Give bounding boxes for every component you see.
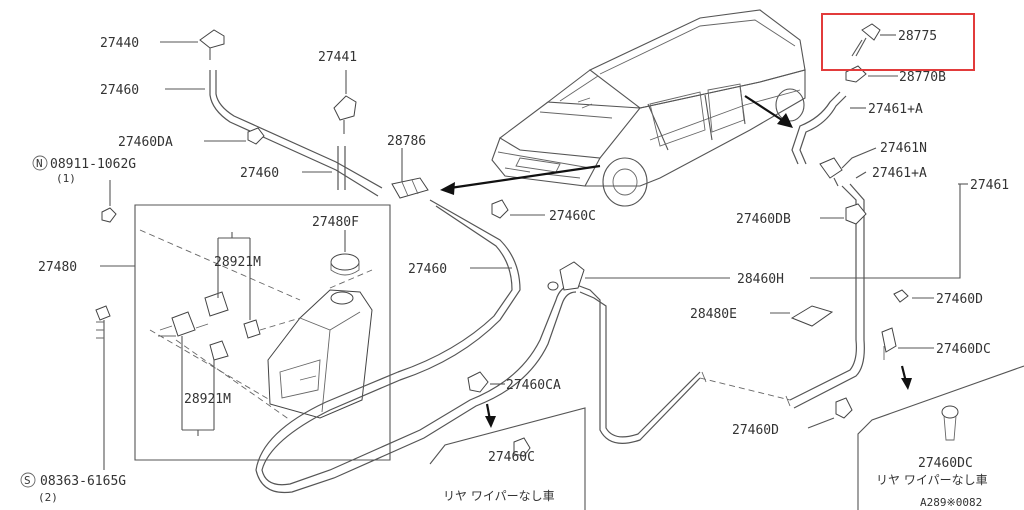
hose-27460-mid <box>302 146 346 190</box>
bolt-08363 <box>95 305 111 470</box>
nozzle-27440 <box>160 29 225 60</box>
label-detail-right-part: 27460DC <box>918 456 973 471</box>
label-detail-left-note: リヤ ワイパーなし車 <box>443 489 555 503</box>
sheet-28480E <box>770 305 834 327</box>
label-28921M-top: 28921M <box>214 255 261 270</box>
clip-27460DB <box>820 203 867 225</box>
label-27460-top: 27460 <box>100 83 139 98</box>
part-labels: 27440 27441 27460 27460DA N 08911-1062G … <box>20 29 1009 509</box>
hose-27460-top <box>165 70 383 197</box>
label-figure-ref: A289※0082 <box>920 496 982 509</box>
hose-27460-long <box>255 183 865 494</box>
detail-inset-right <box>857 365 1024 510</box>
label-27480F: 27480F <box>312 215 359 230</box>
nozzle-27441 <box>333 70 357 134</box>
label-08363: 08363-6165G <box>40 474 126 489</box>
detail-inset-left <box>429 407 586 510</box>
clip-27460D-bottom <box>807 397 853 429</box>
label-28460H: 28460H <box>737 272 784 287</box>
label-27460DB: 27460DB <box>736 212 791 227</box>
highlight-box-28775 <box>821 13 975 71</box>
label-27460-mid: 27460 <box>240 166 279 181</box>
connector-28786 <box>391 148 429 199</box>
label-08363-qty: (2) <box>38 491 58 504</box>
label-28921M-bottom: 28921M <box>184 392 231 407</box>
label-27460-hose: 27460 <box>408 262 447 277</box>
reference-arrows <box>440 95 912 428</box>
label-08911-qty: (1) <box>56 172 76 185</box>
reservoir-assembly-box <box>100 204 391 461</box>
label-detail-right-note: リヤ ワイパーなし車 <box>876 473 988 487</box>
label-27461-right: 27461 <box>970 178 1009 193</box>
label-27460DC: 27460DC <box>936 342 991 357</box>
label-27461A-top: 27461+A <box>868 102 923 117</box>
clip-27460DA <box>204 127 265 145</box>
label-27480: 27480 <box>38 260 77 275</box>
n-prefix-circle <box>32 155 48 171</box>
s-prefix-circle <box>20 472 36 488</box>
hose-27461A-mid <box>855 171 968 185</box>
joint-27461N <box>819 147 877 187</box>
nozzle-28775 <box>851 23 896 57</box>
label-28775: 28775 <box>898 29 937 44</box>
nut-08911 <box>101 180 117 223</box>
label-27460D-bottom: 27460D <box>732 423 779 438</box>
label-27441: 27441 <box>318 50 357 65</box>
label-08911: 08911-1062G <box>50 157 136 172</box>
label-28786: 28786 <box>387 134 426 149</box>
clip-27460DC <box>881 327 934 360</box>
grommet-28460H <box>547 184 961 291</box>
clip-28770B <box>845 65 898 83</box>
label-27460DA: 27460DA <box>118 135 173 150</box>
clip-27460CA <box>467 371 505 393</box>
label-27460D-right: 27460D <box>936 292 983 307</box>
car-illustration <box>491 9 806 207</box>
label-28480E: 28480E <box>690 307 737 322</box>
hose-27461A-top <box>791 91 866 165</box>
label-08911-prefix: N <box>36 157 43 170</box>
clip-27460D-right <box>893 289 934 303</box>
label-27461N: 27461N <box>880 141 927 156</box>
label-08363-prefix: S <box>24 474 31 487</box>
label-detail-left-part: 27460C <box>488 450 535 465</box>
label-27461A-mid: 27461+A <box>872 166 927 181</box>
label-27440: 27440 <box>100 36 139 51</box>
label-27460C: 27460C <box>549 209 596 224</box>
label-27460CA: 27460CA <box>506 378 561 393</box>
clip-27460C <box>491 199 545 219</box>
label-28770B: 28770B <box>899 70 946 85</box>
